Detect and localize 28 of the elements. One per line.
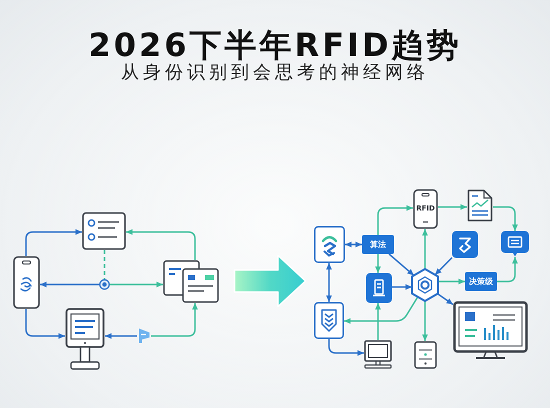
arrow — [497, 257, 518, 282]
label-box: 算法 — [362, 235, 394, 254]
title: 2026下半年RFID趋势 — [88, 25, 462, 64]
arrow — [388, 253, 414, 276]
arrow — [422, 229, 428, 269]
arrow — [25, 309, 65, 339]
arrow — [110, 282, 163, 288]
arrow — [377, 205, 413, 235]
arrow — [25, 229, 82, 256]
arrow — [126, 229, 196, 260]
label-box: 决策级 — [465, 272, 497, 291]
arrow — [40, 282, 100, 288]
arrow — [437, 293, 454, 306]
arrow — [422, 301, 428, 341]
arrow — [434, 257, 453, 276]
subtitle: 从身份识别到会思考的神经网络 — [121, 62, 429, 85]
arrow — [326, 263, 332, 302]
arrow — [375, 254, 381, 273]
arrow — [375, 303, 381, 340]
arrow — [151, 303, 198, 337]
arrow — [493, 206, 518, 231]
arrow — [345, 242, 362, 248]
dashed-line — [104, 250, 106, 280]
arrow — [438, 278, 465, 284]
arrow — [344, 296, 418, 324]
arrow — [438, 204, 467, 210]
arrow — [105, 333, 137, 339]
arrow — [392, 284, 412, 290]
